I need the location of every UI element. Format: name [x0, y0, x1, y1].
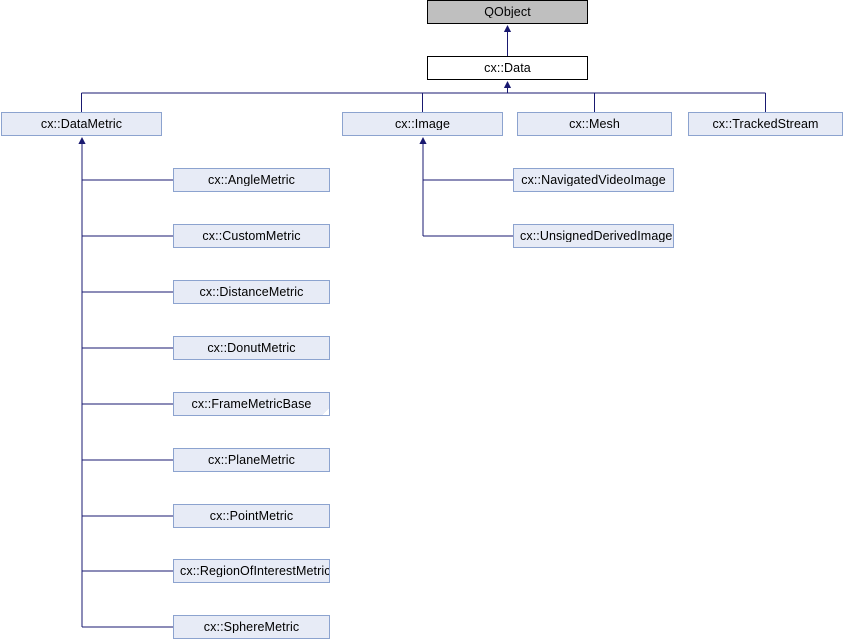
class-node-mesh[interactable]: cx::Mesh — [517, 112, 672, 136]
collapsed-children-fold-icon — [321, 407, 330, 416]
class-node-custommetric[interactable]: cx::CustomMetric — [173, 224, 330, 248]
class-node-data[interactable]: cx::Data — [427, 56, 588, 80]
class-node-datametric[interactable]: cx::DataMetric — [1, 112, 162, 136]
class-node-label: cx::DataMetric — [40, 117, 123, 131]
class-node-donutmetric[interactable]: cx::DonutMetric — [173, 336, 330, 360]
class-node-label: cx::Data — [484, 61, 531, 75]
class-node-label: cx::NavigatedVideoImage — [521, 173, 666, 187]
class-node-spheremetric[interactable]: cx::SphereMetric — [173, 615, 330, 639]
arrowhead-subclasses-to-datametric — [78, 137, 86, 144]
class-node-label: cx::DonutMetric — [207, 341, 296, 355]
class-node-label: cx::FrameMetricBase — [191, 397, 312, 411]
class-node-label: cx::AngleMetric — [208, 173, 295, 187]
class-node-label: cx::Image — [394, 117, 451, 131]
arrowhead-data-to-qobject — [503, 25, 512, 32]
arrowhead-subclasses-to-data — [503, 81, 512, 88]
class-node-distancemetric[interactable]: cx::DistanceMetric — [173, 280, 330, 304]
class-node-navigatedvideoimage[interactable]: cx::NavigatedVideoImage — [513, 168, 674, 192]
class-node-unsignedderived[interactable]: cx::UnsignedDerivedImage — [513, 224, 674, 248]
class-node-qobject[interactable]: QObject — [427, 0, 588, 24]
class-node-label: cx::CustomMetric — [202, 229, 301, 243]
class-node-anglemetric[interactable]: cx::AngleMetric — [173, 168, 330, 192]
class-node-image[interactable]: cx::Image — [342, 112, 503, 136]
class-node-label: cx::SphereMetric — [203, 620, 300, 634]
class-node-label: cx::DistanceMetric — [199, 285, 304, 299]
class-node-pointmetric[interactable]: cx::PointMetric — [173, 504, 330, 528]
class-node-framemetricbase[interactable]: cx::FrameMetricBase — [173, 392, 330, 416]
class-node-label: cx::PlaneMetric — [208, 453, 295, 467]
class-node-label: cx::RegionOfInterestMetric — [180, 564, 329, 578]
arrowhead-subclasses-to-image — [419, 137, 427, 144]
class-node-label: QObject — [484, 5, 531, 19]
class-node-trackedstream[interactable]: cx::TrackedStream — [688, 112, 843, 136]
class-node-label: cx::UnsignedDerivedImage — [520, 229, 673, 243]
class-node-label: cx::Mesh — [569, 117, 620, 131]
class-node-label: cx::TrackedStream — [712, 117, 819, 131]
class-node-planemetric[interactable]: cx::PlaneMetric — [173, 448, 330, 472]
class-node-label: cx::PointMetric — [209, 509, 294, 523]
class-node-regionofinterest[interactable]: cx::RegionOfInterestMetric — [173, 559, 330, 583]
